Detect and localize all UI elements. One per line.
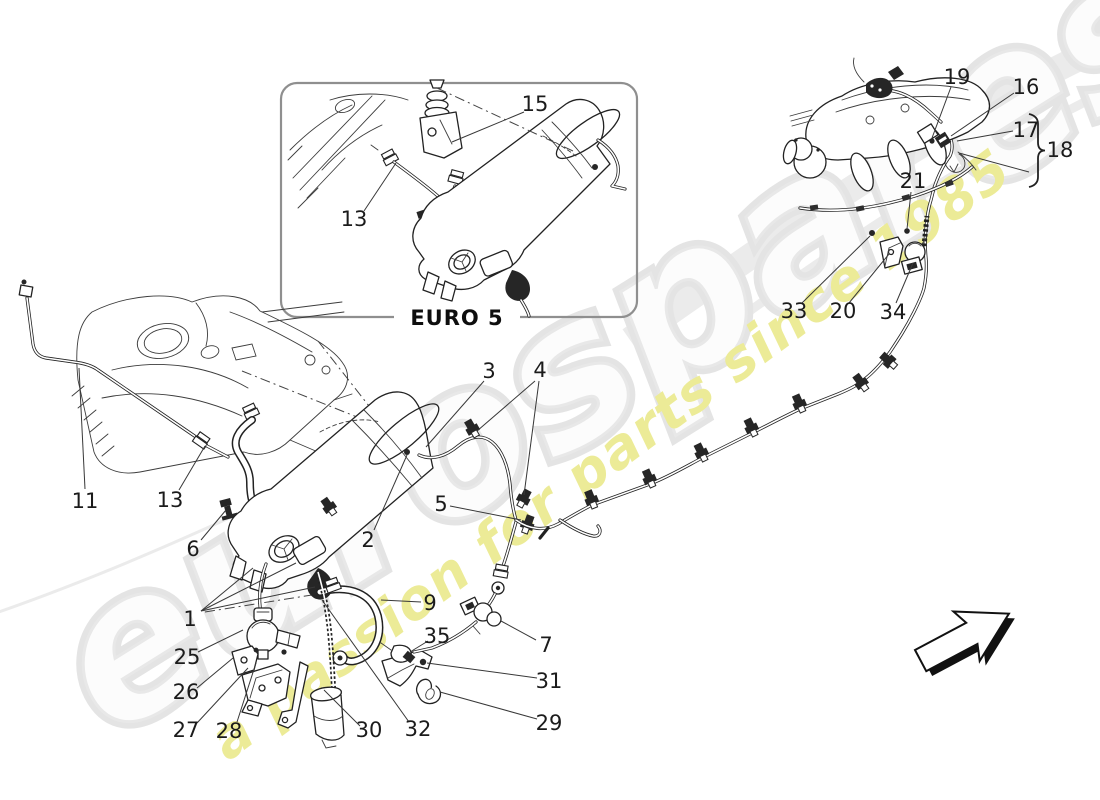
- callout-leader-4: [476, 380, 536, 432]
- callout-leader-15: [451, 111, 525, 143]
- inset-canister: [412, 98, 627, 318]
- callout-3: 3: [482, 359, 495, 383]
- callout-leader-16: [950, 92, 1015, 137]
- callout-leader-30: [323, 689, 361, 727]
- callout-leader-31: [426, 662, 538, 679]
- callout-16: 16: [1013, 75, 1040, 99]
- callout-4: 4: [533, 358, 546, 382]
- bracket-29-31-35: [380, 642, 442, 705]
- callout-11: 11: [72, 489, 99, 513]
- callout-leader-3: [425, 380, 485, 448]
- centerline-pump: [204, 593, 319, 613]
- callout-leader-27: [196, 667, 249, 724]
- fuel-tank-sketch: [71, 295, 353, 474]
- sensor-7: [459, 596, 502, 635]
- bracket-20: [879, 236, 904, 269]
- callout-6: 6: [186, 537, 199, 561]
- callout-leader-13: [178, 445, 206, 491]
- callout-leader-6: [200, 509, 227, 541]
- callout-leader-28: [236, 662, 257, 723]
- callout-2: 2: [361, 528, 374, 552]
- callout-26: 26: [173, 680, 200, 704]
- callout-9: 9: [423, 591, 436, 615]
- callout-20: 20: [830, 299, 857, 323]
- callout-leader-1: [200, 567, 254, 612]
- callout-leader-11: [78, 367, 86, 490]
- callout-leader-2: [373, 454, 408, 531]
- watermark-swoosh-top2: [662, 89, 1100, 376]
- callout-18: 18: [1047, 138, 1074, 162]
- screw-21: [904, 228, 910, 234]
- callout-33: 33: [781, 299, 808, 323]
- intake-manifold: [782, 57, 991, 275]
- callout-leader-25: [197, 629, 244, 653]
- callout-25: 25: [174, 645, 201, 669]
- callout-leader-26: [196, 657, 234, 689]
- brackets-26-27-28: [231, 645, 291, 717]
- callout-leader-29: [439, 691, 538, 720]
- callout-leader-1: [200, 562, 297, 612]
- callout-13: 13: [157, 488, 184, 512]
- callout-leader-19: [931, 86, 952, 139]
- silencer-30: [277, 661, 345, 749]
- inset-euro5-label: EURO 5: [410, 306, 503, 330]
- brace-18: [1028, 113, 1046, 188]
- direction-arrow-icon: [913, 610, 1015, 676]
- callout-leader-34: [895, 262, 914, 304]
- callout-leader-17: [956, 130, 1014, 142]
- callout-30: 30: [356, 718, 383, 742]
- main-canister: [227, 391, 440, 600]
- callout-19: 19: [944, 65, 971, 89]
- callout-21: 21: [900, 169, 927, 193]
- callout-15: 15: [522, 92, 549, 116]
- inset-label-mask: [394, 305, 520, 331]
- callout-1: 1: [183, 607, 196, 631]
- callout-leader-18: [958, 152, 1030, 173]
- bolt-19: [929, 138, 935, 144]
- callout-34: 34: [880, 300, 907, 324]
- callout-leader-4: [523, 380, 540, 496]
- centerline-inset-canister: [317, 340, 388, 430]
- clip-6: [219, 497, 239, 521]
- callout-32: 32: [405, 717, 432, 741]
- callout-leader-33: [801, 235, 871, 304]
- callout-5: 5: [434, 492, 447, 516]
- shutoff-valve-25: [246, 607, 301, 660]
- purge-pipe: [412, 416, 538, 654]
- callout-35: 35: [424, 624, 451, 648]
- callout-13: 13: [341, 207, 368, 231]
- callout-27: 27: [173, 718, 200, 742]
- watermark-swoosh-top: [622, 43, 1091, 351]
- callout-29: 29: [536, 711, 563, 735]
- inset-car-sketch: [287, 93, 409, 209]
- callout-leader-21: [906, 191, 912, 230]
- callout-31: 31: [536, 669, 563, 693]
- fuel-line: [514, 88, 966, 540]
- callout-leader-1: [200, 586, 316, 612]
- centerline-tank-canister: [241, 370, 388, 430]
- callout-7: 7: [539, 633, 552, 657]
- bolt-31: [419, 658, 427, 666]
- callout-leader-20: [848, 253, 890, 304]
- callout-leader-35: [409, 640, 429, 653]
- callout-28: 28: [216, 719, 243, 743]
- callout-leader-7: [500, 620, 537, 641]
- screw-33: [869, 230, 875, 236]
- euro5-inset: EURO 5: [279, 79, 639, 331]
- callout-leader-13: [363, 162, 397, 212]
- drain-tube-32: [315, 571, 337, 699]
- callout-leader-9: [380, 599, 422, 603]
- callout-leader-5: [449, 505, 522, 521]
- hose-9: [316, 576, 384, 666]
- callout-17: 17: [1013, 118, 1040, 142]
- callout-leader-32: [321, 599, 410, 723]
- bolt-2: [404, 449, 410, 455]
